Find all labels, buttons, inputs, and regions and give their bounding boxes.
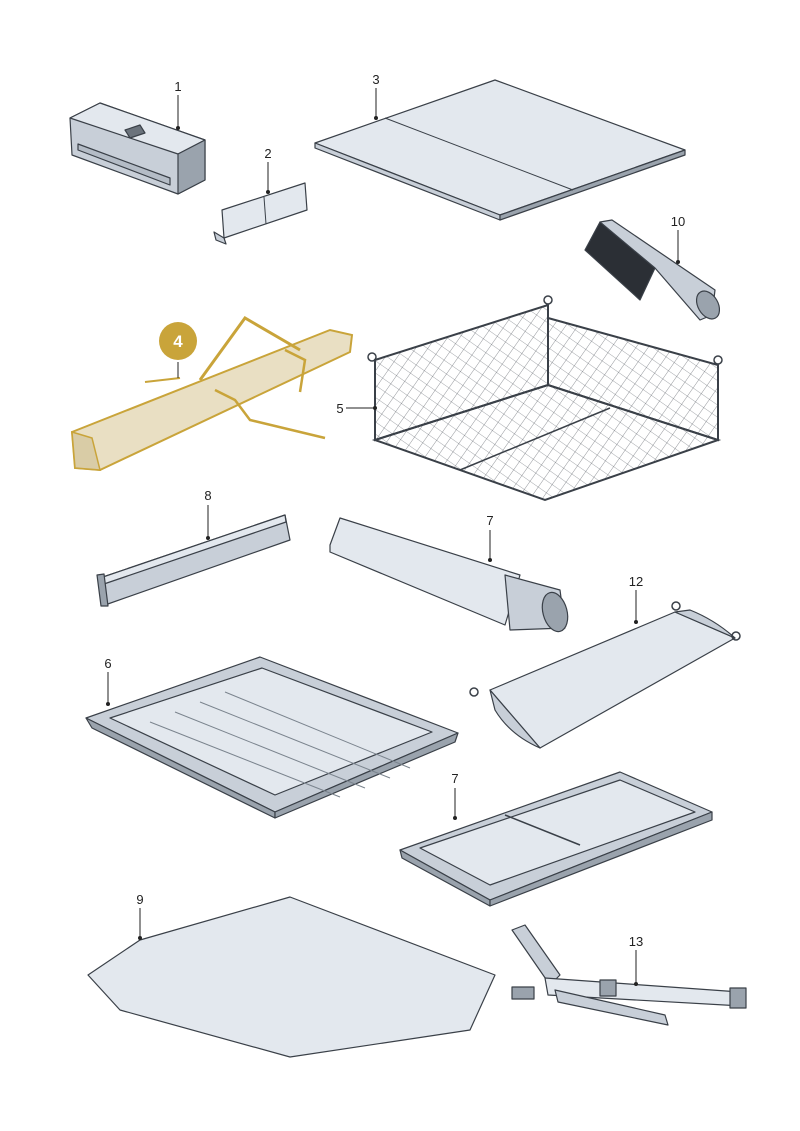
- part-13-strap[interactable]: 13: [511, 924, 747, 1026]
- svg-text:13: 13: [629, 934, 643, 949]
- part-3-floor-cover[interactable]: 3: [314, 72, 686, 221]
- part-4-ski-bag[interactable]: 4: [70, 316, 354, 472]
- callout-6: 6: [104, 656, 112, 706]
- part-5-luggage-net[interactable]: 5: [336, 295, 723, 502]
- callout-5: 5: [336, 401, 377, 416]
- part-2-bracket[interactable]: 2: [213, 146, 308, 245]
- svg-text:1: 1: [174, 79, 181, 94]
- callout-7: 7: [451, 771, 459, 820]
- callout-1: 1: [174, 79, 182, 130]
- callout-12: 12: [629, 574, 643, 624]
- callout-2: 2: [264, 146, 272, 194]
- part-6-boot-tray[interactable]: 6: [85, 656, 459, 819]
- svg-text:9: 9: [136, 892, 143, 907]
- part-12-net-pocket[interactable]: 12: [469, 574, 741, 749]
- part-9-boot-mat[interactable]: 9: [87, 892, 496, 1058]
- svg-text:7: 7: [451, 771, 458, 786]
- callout-10: 7: [486, 513, 494, 562]
- svg-text:10: 10: [671, 214, 685, 229]
- svg-text:2: 2: [264, 146, 271, 161]
- part-8-trim-strip[interactable]: 8: [96, 488, 291, 607]
- svg-text:8: 8: [204, 488, 211, 503]
- svg-text:7: 7: [486, 513, 493, 528]
- callout-9: 9: [136, 892, 144, 940]
- callout-11: 10: [671, 214, 685, 264]
- callout-8: 8: [204, 488, 212, 540]
- svg-text:6: 6: [104, 656, 111, 671]
- svg-text:12: 12: [629, 574, 643, 589]
- part-7-divider-tray[interactable]: 7: [399, 771, 713, 907]
- svg-text:4: 4: [173, 332, 183, 351]
- part-1-storage-box[interactable]: 1: [69, 79, 206, 195]
- svg-text:3: 3: [372, 72, 379, 87]
- part-10-roller-cover[interactable]: 7: [329, 513, 572, 634]
- svg-text:5: 5: [336, 401, 343, 416]
- callout-3: 3: [372, 72, 380, 120]
- callout-4-badge: 4: [159, 322, 197, 378]
- part-11-brush[interactable]: 10: [584, 214, 724, 323]
- callout-13: 13: [629, 934, 643, 986]
